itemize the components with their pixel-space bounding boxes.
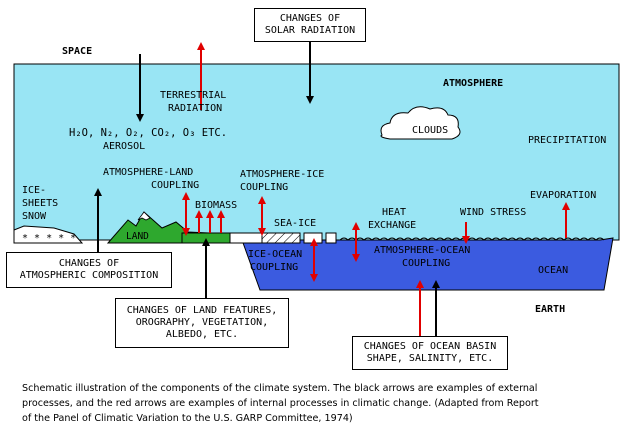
label-atmosphere-land-1: ATMOSPHERE-LAND (103, 167, 194, 178)
label-space: SPACE (62, 46, 93, 57)
label-ice-sheets-3: SNOW (22, 211, 47, 222)
label-ice-sheets-1: ICE- (22, 185, 47, 196)
label-atmosphere-ice-1: ATMOSPHERE-ICE (240, 169, 325, 180)
label-atmosphere-ocean-1: ATMOSPHERE-OCEAN (374, 245, 471, 256)
box-ocean-basin: CHANGES OF OCEAN BASIN SHAPE, SALINITY, … (352, 336, 508, 370)
ocean-waves (339, 237, 605, 241)
label-atmosphere-land-2: COUPLING (151, 180, 200, 191)
label-heat-exchange-1: HEAT (382, 207, 407, 218)
label-gases: H₂O, N₂, O₂, CO₂, O₃ ETC. (69, 127, 228, 139)
label-ice-ocean-2: COUPLING (250, 262, 299, 273)
box-ocean-line-2: SHAPE, SALINITY, ETC. (366, 353, 494, 364)
label-terrestrial-radiation-2: RADIATION (168, 103, 223, 114)
box-solar-radiation: CHANGES OF SOLAR RADIATION (254, 8, 366, 42)
cloud-shape (380, 106, 461, 140)
internal-arrows (182, 42, 570, 336)
box-land-line-2: OROGRAPHY, VEGETATION, (135, 317, 269, 328)
external-arrows (94, 42, 440, 336)
box-solar-line-1: CHANGES OF (279, 13, 341, 24)
caption-line-3: of the Panel of Climatic Variation to th… (22, 413, 353, 424)
sea-ice-block (325, 232, 337, 244)
label-earth: EARTH (535, 304, 566, 315)
box-solar-line-2: SOLAR RADIATION (264, 25, 356, 36)
ice-sheet (13, 225, 84, 244)
label-clouds: CLOUDS (412, 125, 449, 136)
snow-asterisks: * * * * * (22, 233, 76, 244)
sea-ice-block (303, 232, 323, 244)
box-land-features: CHANGES OF LAND FEATURES, OROGRAPHY, VEG… (115, 298, 289, 348)
label-wind-stress: WIND STRESS (460, 207, 527, 218)
caption-line-1: Schematic illustration of the components… (22, 383, 538, 394)
label-ice-sheets-2: SHEETS (22, 198, 59, 209)
label-terrestrial-radiation-1: TERRESTRIAL (160, 90, 227, 101)
label-evaporation: EVAPORATION (530, 190, 597, 201)
label-heat-exchange-2: EXCHANGE (368, 220, 417, 231)
box-land-line-1: CHANGES OF LAND FEATURES, (126, 305, 278, 316)
mountain-snow (137, 211, 151, 221)
label-biomass: BIOMASS (195, 200, 238, 211)
box-land-line-3: ALBEDO, ETC. (165, 329, 239, 340)
biomass-strip (181, 232, 231, 244)
label-atmosphere: ATMOSPHERE (443, 78, 504, 89)
box-ocean-line-1: CHANGES OF OCEAN BASIN (363, 341, 497, 352)
label-ocean: OCEAN (538, 265, 569, 276)
label-precipitation: PRECIPITATION (528, 135, 607, 146)
label-sea-ice: SEA-ICE (274, 218, 317, 229)
label-atmosphere-ice-2: COUPLING (240, 182, 289, 193)
atmosphere-region (13, 63, 620, 241)
label-ice-ocean-1: ICE-OCEAN (248, 249, 303, 260)
box-atmospheric-composition: CHANGES OF ATMOSPHERIC COMPOSITION (6, 252, 172, 288)
box-atmospheric-line-2: ATMOSPHERIC COMPOSITION (19, 270, 159, 281)
figure-caption: Schematic illustration of the components… (22, 381, 622, 426)
label-atmosphere-ocean-2: COUPLING (402, 258, 451, 269)
label-land: LAND (126, 231, 149, 242)
box-atmospheric-line-1: CHANGES OF (58, 258, 120, 269)
caption-line-2: processes, and the red arrows are exampl… (22, 398, 539, 409)
label-aerosol: AEROSOL (103, 141, 146, 152)
